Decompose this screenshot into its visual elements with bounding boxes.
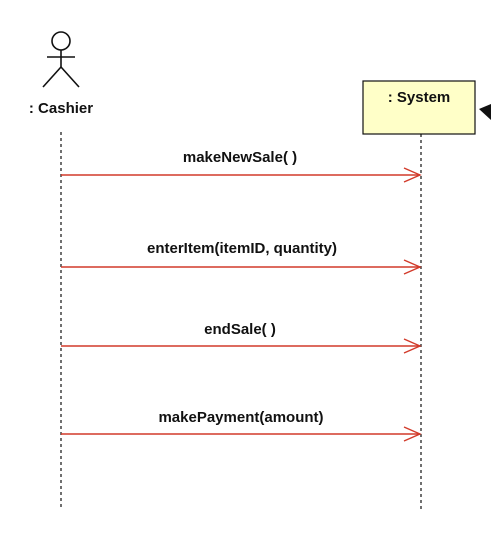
arrow-head-icon <box>403 338 422 354</box>
mouse-pointer-icon <box>479 104 491 120</box>
message-make-payment: makePayment(amount) <box>61 409 422 442</box>
system-object-box <box>362 80 476 135</box>
message-label: enterItem(itemID, quantity) <box>147 240 337 257</box>
message-make-new-sale: makeNewSale( ) <box>61 149 422 183</box>
message-label: endSale( ) <box>204 321 276 338</box>
message-end-sale: endSale( ) <box>61 321 422 354</box>
arrow-head-icon <box>403 167 422 183</box>
cashier-label: : Cashier <box>29 100 93 117</box>
message-label: makePayment(amount) <box>158 409 323 426</box>
message-enter-item: enterItem(itemID, quantity) <box>61 240 422 275</box>
arrow-head-icon <box>403 426 422 442</box>
message-label: makeNewSale( ) <box>183 149 297 166</box>
system-label: : System <box>388 89 451 106</box>
stick-figure-icon <box>42 31 80 88</box>
arrow-head-icon <box>403 259 422 275</box>
